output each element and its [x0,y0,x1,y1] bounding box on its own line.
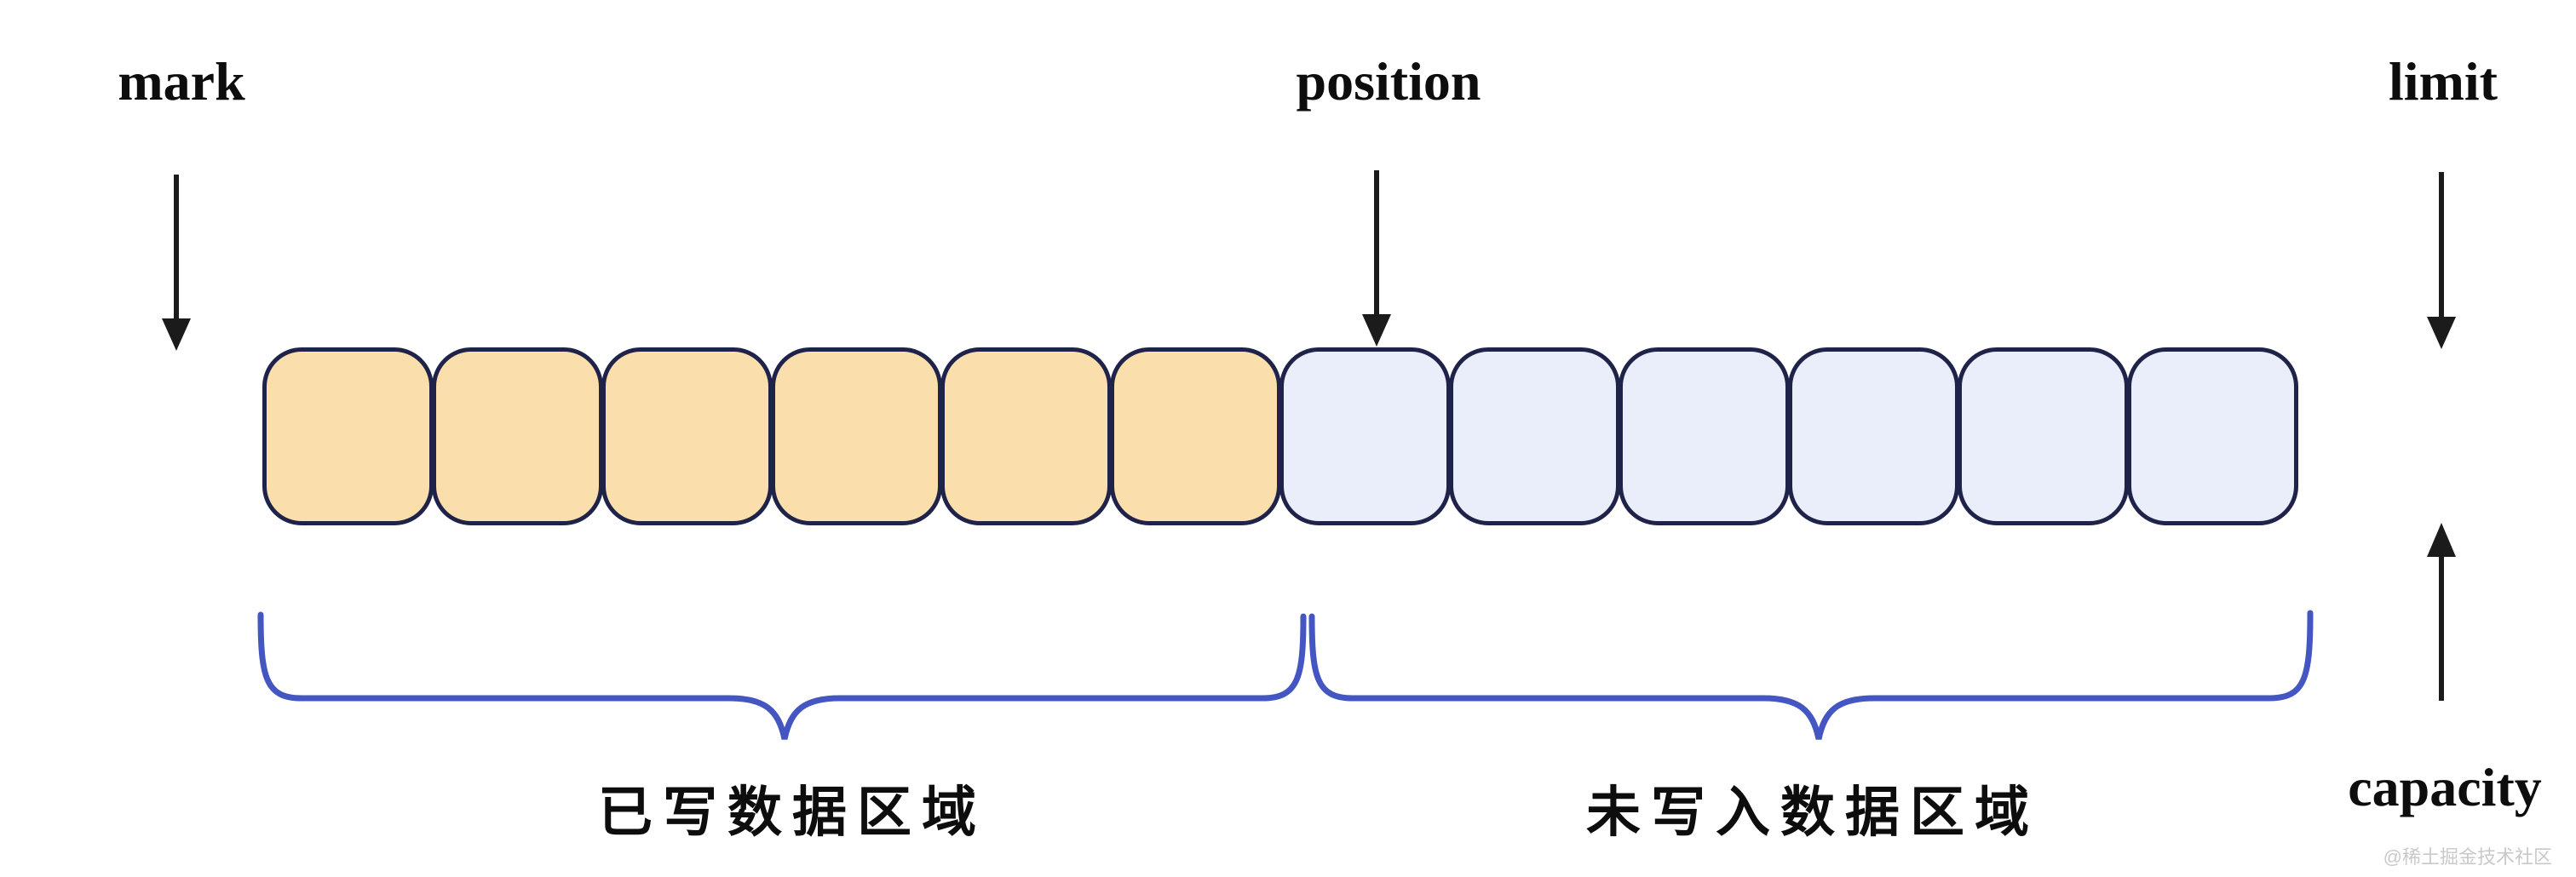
buffer-cell-written [1110,347,1281,525]
mark-arrow-icon [162,175,191,351]
buffer-cell-unwritten [1958,347,2129,525]
capacity-arrow-icon [2427,523,2456,701]
buffer-cell-unwritten [1279,347,1451,525]
written-region-brace [257,611,1307,740]
capacity-label: capacity [2348,757,2542,817]
mark-label: mark [118,51,245,112]
limit-arrow-icon [2427,172,2456,349]
buffer-cell-written [940,347,1112,525]
buffer-cell-unwritten [1788,347,1959,525]
position-label: position [1296,51,1481,112]
buffer-cell-written [432,347,603,525]
limit-label: limit [2389,51,2498,112]
buffer-cell-unwritten [1619,347,1790,525]
buffer-cell-written [601,347,773,525]
buffer-cell-unwritten [2127,347,2298,525]
buffer-cell-unwritten [1449,347,1620,525]
buffer-cell-written [262,347,434,525]
buffer-cells [262,347,2298,525]
written-region-label: 已写数据区域 [598,782,986,843]
buffer-cell-written [771,347,942,525]
unwritten-region-brace [1308,610,2314,740]
watermark: @稀土掘金技术社区 [2383,846,2552,868]
unwritten-region-label: 未写入数据区域 [1586,782,2039,843]
position-arrow-icon [1362,170,1391,347]
